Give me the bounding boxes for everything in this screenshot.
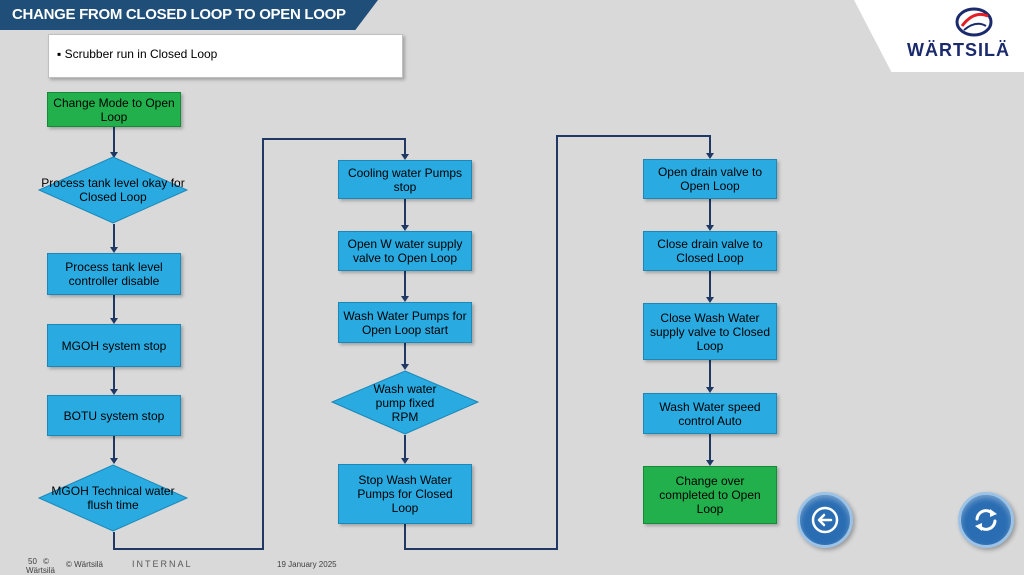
arrowhead	[401, 364, 409, 370]
arrowhead	[110, 247, 118, 253]
intro-bullet-box: ▪ Scrubber run in Closed Loop	[48, 34, 403, 78]
page-number: 50	[28, 557, 37, 566]
back-button[interactable]	[797, 492, 853, 548]
step-wash-water-pumps-start: Wash Water Pumps for Open Loop start	[338, 302, 472, 343]
step-close-wash-water-supply-valve: Close Wash Water supply valve to Closed …	[643, 303, 777, 360]
footer-copyright: © Wärtsilä	[66, 560, 104, 569]
decision-shape	[37, 156, 189, 224]
arrowhead	[706, 225, 714, 231]
connector	[113, 138, 406, 550]
footer-classification: INTERNAL	[132, 559, 193, 569]
decision-shape	[37, 464, 189, 532]
page-title: CHANGE FROM CLOSED LOOP TO OPEN LOOP	[12, 6, 346, 23]
arrow-left-icon	[811, 506, 839, 534]
decision-shape	[330, 370, 480, 435]
footer-copyright-symbol: ©	[43, 557, 50, 566]
flow-end-change-over-completed: Change over completed to Open Loop	[643, 466, 777, 524]
step-wash-water-speed-auto: Wash Water speed control Auto	[643, 393, 777, 434]
decision-wash-water-fixed-rpm: Wash water pump fixed RPM	[330, 370, 480, 435]
arrowhead	[706, 153, 714, 159]
arrowhead	[706, 297, 714, 303]
arrowhead	[706, 387, 714, 393]
wartsila-swirl-icon	[955, 7, 993, 37]
step-cooling-water-pumps-stop: Cooling water Pumps stop	[338, 160, 472, 199]
refresh-button[interactable]	[958, 492, 1014, 548]
arrowhead	[401, 154, 409, 160]
arrowhead	[110, 318, 118, 324]
footer-date: 19 January 2025	[277, 560, 337, 569]
arrowhead	[110, 152, 118, 158]
footer-page-number: 50 ©	[28, 557, 49, 566]
step-botu-system-stop: BOTU system stop	[47, 395, 181, 436]
logo-wordmark: WÄRTSILÄ	[907, 40, 1010, 60]
footer-company: Wärtsilä	[26, 566, 55, 575]
decision-mgoh-flush-time: MGOH Technical water flush time	[37, 464, 189, 532]
arrowhead	[401, 296, 409, 302]
step-open-water-supply-valve: Open W water supply valve to Open Loop	[338, 231, 472, 271]
step-mgoh-system-stop: MGOH system stop	[47, 324, 181, 367]
decision-text: Wash water pump fixed RPM	[373, 381, 437, 424]
decision-text: MGOH Technical water flush time	[51, 484, 175, 512]
title-bar: CHANGE FROM CLOSED LOOP TO OPEN LOOP	[0, 0, 378, 30]
step-close-drain-valve: Close drain valve to Closed Loop	[643, 231, 777, 271]
connector	[404, 135, 711, 550]
step-process-tank-controller-disable: Process tank level controller disable	[47, 253, 181, 295]
refresh-icon	[975, 509, 997, 531]
decision-text: Process tank level okay for Closed Loop	[41, 176, 185, 204]
intro-bullet-text: ▪ Scrubber run in Closed Loop	[57, 47, 218, 61]
arrowhead	[706, 460, 714, 466]
decision-process-tank-level: Process tank level okay for Closed Loop	[37, 156, 189, 224]
flow-start-change-mode: Change Mode to Open Loop	[47, 92, 181, 127]
arrowhead	[401, 458, 409, 464]
arrowhead	[110, 458, 118, 464]
arrowhead	[401, 225, 409, 231]
step-stop-wash-water-pumps: Stop Wash Water Pumps for Closed Loop	[338, 464, 472, 524]
arrowhead	[110, 389, 118, 395]
step-open-drain-valve: Open drain valve to Open Loop	[643, 159, 777, 199]
